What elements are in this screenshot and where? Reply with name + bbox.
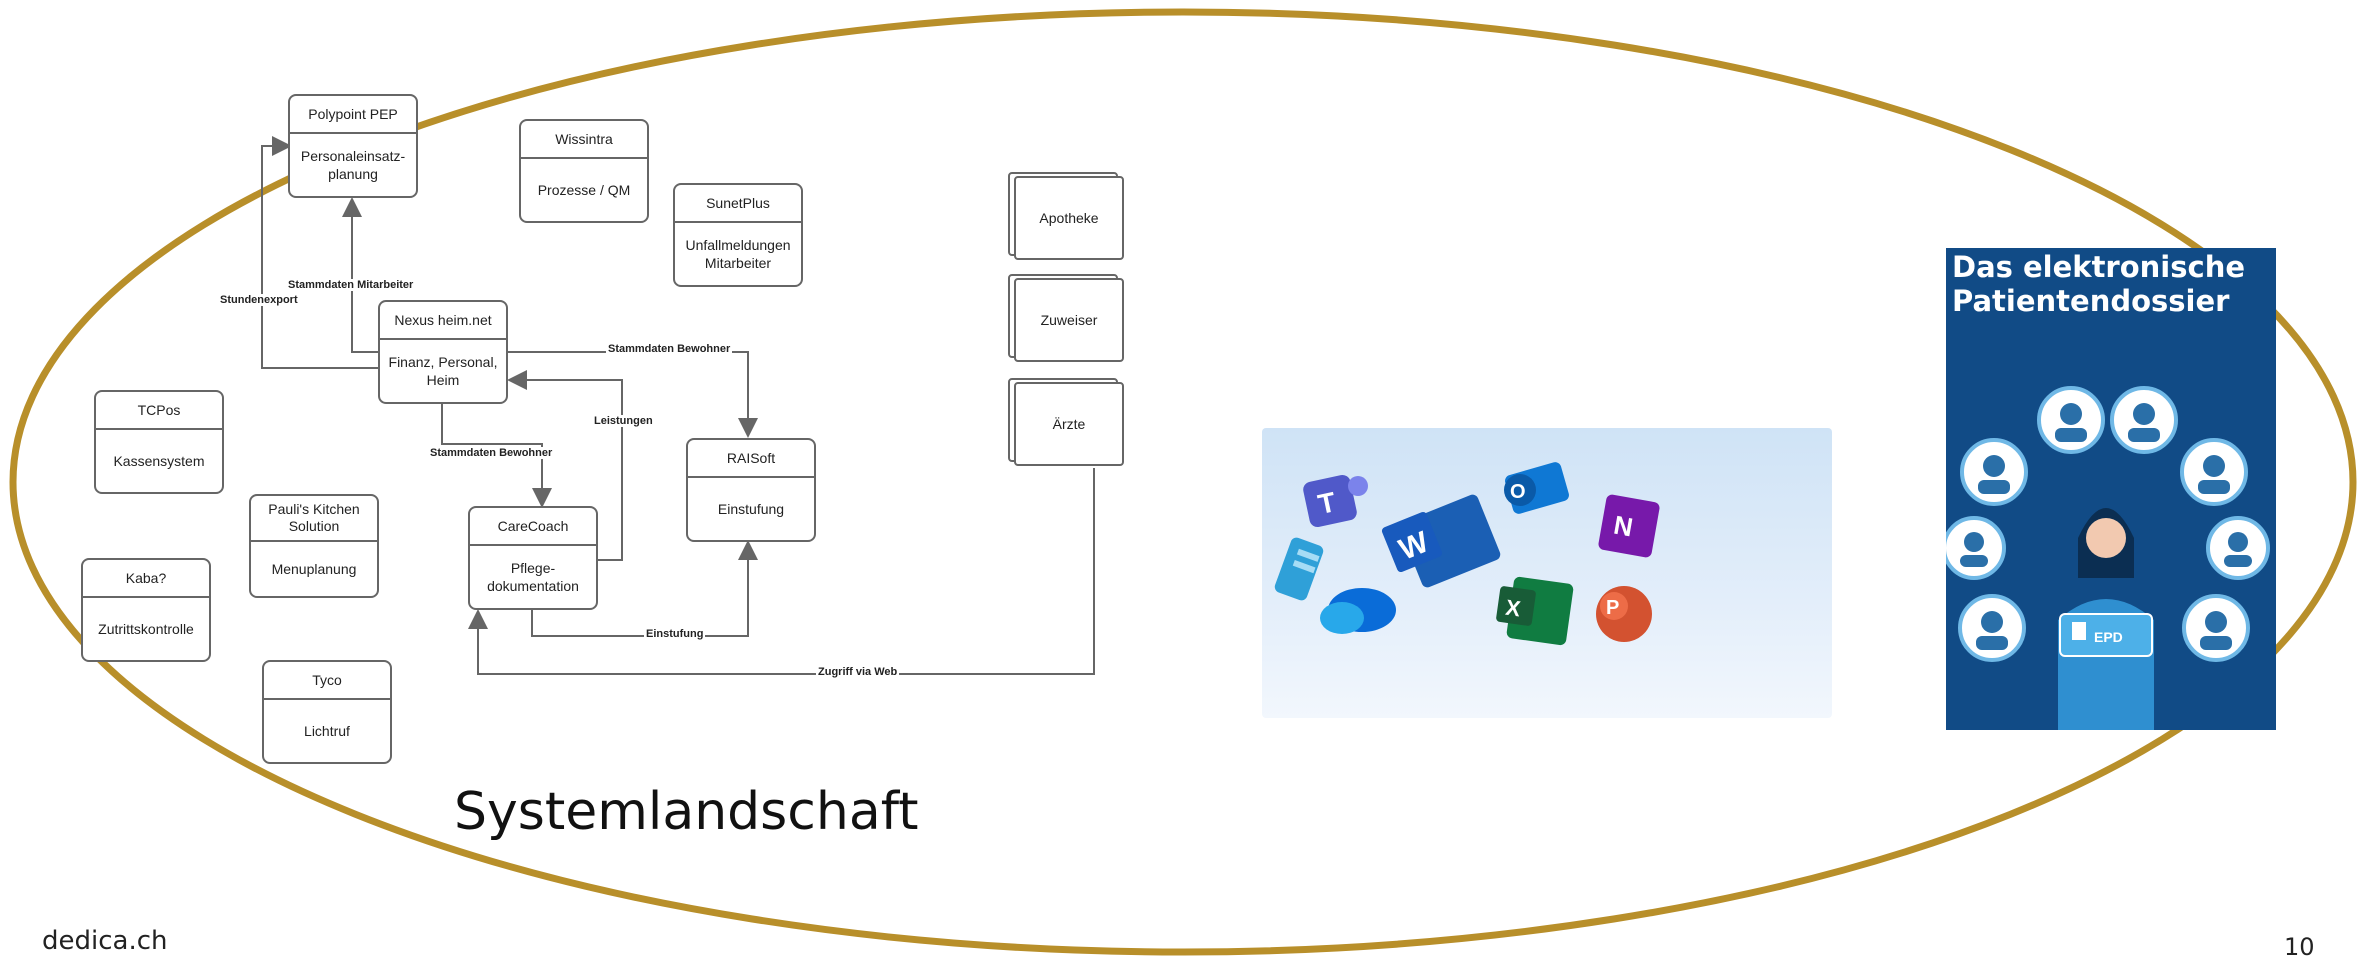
edge-label-stammdaten-bewohner-raisoft: Stammdaten Bewohner <box>606 343 733 355</box>
stack-label: Apotheke <box>1014 176 1124 260</box>
stack-apotheke: Apotheke <box>1008 172 1124 260</box>
box-header: RAISoft <box>688 440 814 478</box>
footer-website: dedica.ch <box>42 926 168 956</box>
box-body: Menuplanung <box>271 561 357 577</box>
box-kaba: Kaba? Zutrittskontrolle <box>81 558 211 662</box>
edge-label-leistungen: Leistungen <box>592 415 655 427</box>
stack-zuweiser: Zuweiser <box>1008 274 1124 362</box>
stack-label: Ärzte <box>1014 382 1124 466</box>
excel-icon: X <box>1496 576 1574 646</box>
box-body: Prozesse / QM <box>537 182 631 198</box>
edge-stundenexport <box>261 136 378 369</box>
box-body: Einstufung <box>717 501 785 517</box>
svg-text:O: O <box>1510 481 1526 503</box>
sway-icon <box>1274 537 1324 601</box>
box-nexus-heim-net: Nexus heim.net Finanz, Personal, Heim <box>378 300 508 404</box>
epd-title: Das elektronische Patientendossier <box>1952 250 2246 318</box>
box-header: CareCoach <box>470 508 596 546</box>
slide-title: Systemlandschaft <box>454 782 919 842</box>
box-raisoft: RAISoft Einstufung <box>686 438 816 542</box>
central-person-illustration: EPD <box>2058 508 2154 730</box>
edge-stammdaten-bewohner-carecoach <box>441 404 552 508</box>
powerpoint-icon: P <box>1596 586 1652 642</box>
svg-text:N: N <box>1611 510 1635 543</box>
edge-einstufung <box>531 540 758 637</box>
box-header: Pauli's Kitchen Solution <box>251 496 377 542</box>
page-number: 10 <box>2284 933 2315 961</box>
box-paulis-kitchen-solution: Pauli's Kitchen Solution Menuplanung <box>249 494 379 598</box>
box-header: SunetPlus <box>675 185 801 223</box>
box-header: Kaba? <box>83 560 209 598</box>
teams-icon: T <box>1303 475 1368 527</box>
box-header: Nexus heim.net <box>380 302 506 340</box>
box-header: Wissintra <box>521 121 647 159</box>
box-polypoint-pep: Polypoint PEP Personaleinsatz-planung <box>288 94 418 198</box>
box-body: Personaleinsatz-planung <box>300 148 406 182</box>
box-header: Polypoint PEP <box>290 96 416 134</box>
edge-label-stammdaten-bewohner-carecoach: Stammdaten Bewohner <box>428 447 555 459</box>
box-sunetplus: SunetPlus Unfallmeldungen Mitarbeiter <box>673 183 803 287</box>
box-carecoach: CareCoach Pflege-dokumentation <box>468 506 598 610</box>
svg-text:P: P <box>1606 597 1619 619</box>
box-body: Unfallmeldungen Mitarbeiter <box>685 237 791 271</box>
edge-label-einstufung: Einstufung <box>644 628 706 640</box>
box-body: Zutrittskontrolle <box>98 621 194 637</box>
box-header: Tyco <box>264 662 390 700</box>
stack-aerzte: Ärzte <box>1008 378 1124 466</box>
edge-label-stammdaten-mitarbeiter: Stammdaten Mitarbeiter <box>286 279 416 291</box>
box-tcpos: TCPos Kassensystem <box>94 390 224 494</box>
svg-text:T: T <box>1315 486 1338 520</box>
box-body: Lichtruf <box>304 723 350 739</box>
ellipse-outline <box>9 8 2357 956</box>
box-tyco: Tyco Lichtruf <box>262 660 392 764</box>
microsoft-365-icons-image: T W O N <box>1262 428 1832 718</box>
svg-text:X: X <box>1504 595 1522 622</box>
stack-label: Zuweiser <box>1014 278 1124 362</box>
onedrive-icon <box>1320 588 1396 634</box>
box-body: Kassensystem <box>113 453 205 469</box>
edge-label-zugriff-via-web: Zugriff via Web <box>816 666 900 678</box>
box-body: Pflege-dokumentation <box>487 560 579 594</box>
edge-stammdaten-bewohner-raisoft <box>508 351 758 438</box>
edge-zugriff-via-web <box>468 468 1095 675</box>
edge-stammdaten-mitarbeiter <box>342 197 378 353</box>
box-body: Finanz, Personal, Heim <box>388 354 498 388</box>
outlook-icon: O <box>1504 462 1569 514</box>
word-icon: W <box>1381 494 1501 588</box>
box-wissintra: Wissintra Prozesse / QM <box>519 119 649 223</box>
onenote-icon: N <box>1598 494 1660 558</box>
box-header: TCPos <box>96 392 222 430</box>
epd-cover-image: Das elektronische Patientendossier <box>1946 248 2276 730</box>
edge-leistungen <box>507 370 623 561</box>
edge-label-stundenexport: Stundenexport <box>218 294 300 306</box>
epd-badge-text: EPD <box>2094 629 2123 645</box>
avatar-faces <box>1960 403 2252 650</box>
